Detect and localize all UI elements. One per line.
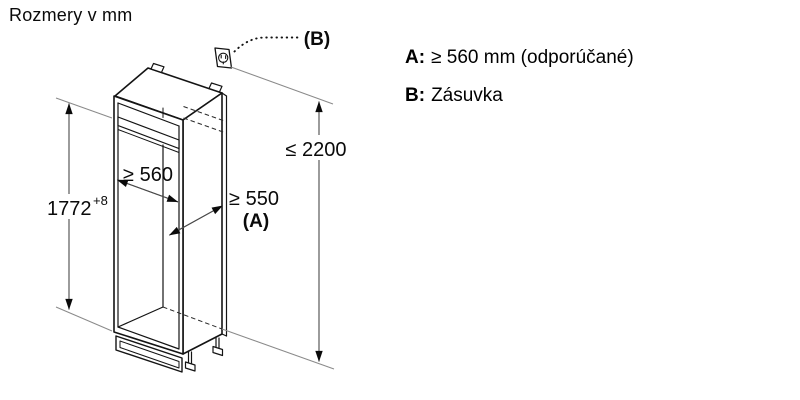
cabinet-interior-lines xyxy=(117,102,180,350)
socket-leader-dotted xyxy=(233,36,302,53)
page-title: Rozmery v mm xyxy=(9,5,133,25)
back-foot xyxy=(212,345,224,357)
floor-left-edge xyxy=(117,306,164,328)
label-bg xyxy=(284,135,349,160)
niche-height-tolerance: +8 xyxy=(93,193,108,208)
socket-ref-label: (B) xyxy=(304,29,330,50)
crossbar-underside xyxy=(117,129,180,153)
floor-leader xyxy=(221,328,335,370)
fixing-tab-left xyxy=(150,62,165,74)
label-bg xyxy=(44,194,107,219)
max-height-label: ≤ 2200 xyxy=(285,139,346,161)
niche-dimension-diagram: 1772 +8 ≥ 560 ≥ 550 (A) ≤ 2200 (B) xyxy=(44,29,349,373)
cabinet-outline xyxy=(113,62,228,355)
legend-key-a: A: xyxy=(405,47,426,68)
socket-icon xyxy=(214,47,233,69)
legend-value-a: ≥ 560 mm (odporúčané) xyxy=(431,47,634,68)
plinth-inner xyxy=(119,340,180,369)
extension-lines xyxy=(55,66,335,370)
legend-item-a: A:≥ 560 mm (odporúčané) xyxy=(405,48,634,67)
niche-depth-ref-label: (A) xyxy=(243,211,269,232)
legend-item-b: B:Zásuvka xyxy=(405,86,503,105)
back-edge-bottom xyxy=(221,333,228,337)
legend-value-b: Zásuvka xyxy=(431,85,503,106)
front-foot xyxy=(184,361,196,372)
cabinet-side-panel xyxy=(182,92,223,355)
niche-height-label: 1772 xyxy=(47,198,92,220)
top-crossbar xyxy=(117,116,180,150)
niche-depth-label: ≥ 550 xyxy=(229,188,279,210)
socket-height-leader xyxy=(230,66,334,105)
fixing-tab-right xyxy=(208,82,223,93)
niche-width-label: ≥ 560 xyxy=(123,164,173,186)
hidden-edges xyxy=(162,106,227,330)
legend-key-b: B: xyxy=(405,85,426,106)
cabinet-front-frame xyxy=(113,95,184,355)
plinth-and-feet xyxy=(115,335,224,373)
back-edge-top xyxy=(221,92,228,97)
